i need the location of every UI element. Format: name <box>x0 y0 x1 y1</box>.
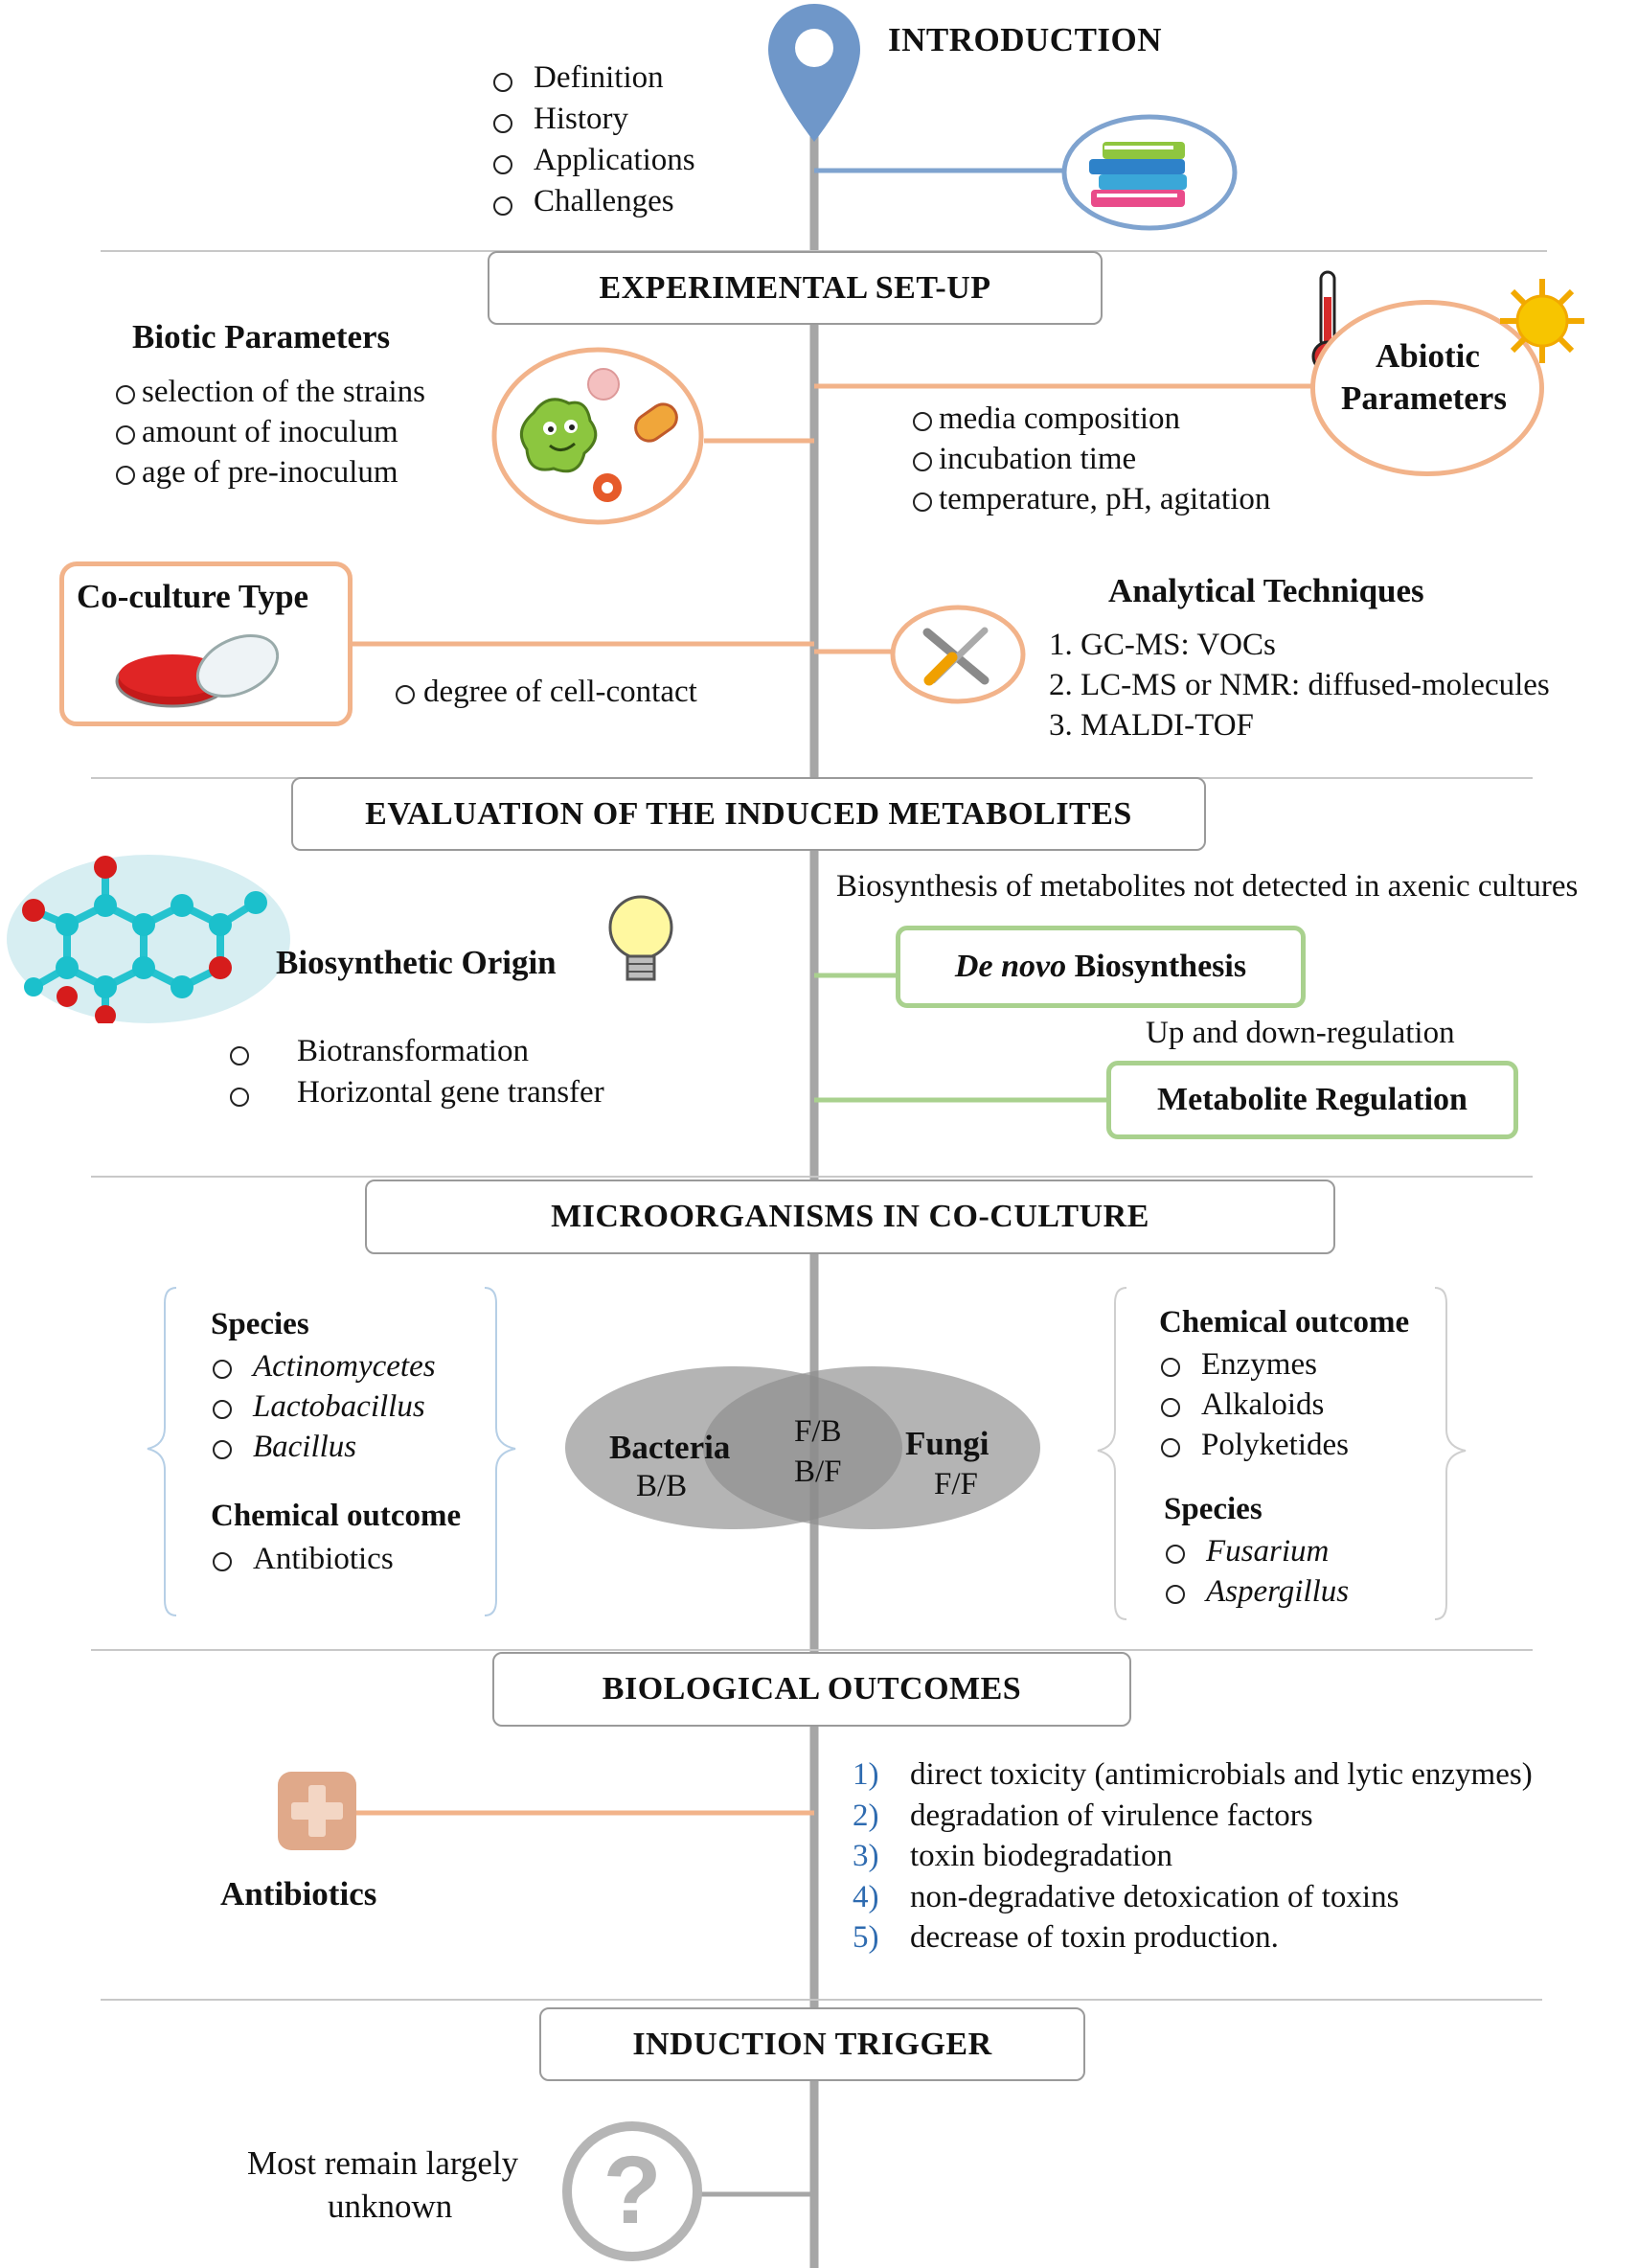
intro-list: Definition History Applications Challeng… <box>493 57 695 222</box>
svg-text:?: ? <box>603 2137 661 2244</box>
list-item: age of pre-inoculum <box>113 452 425 493</box>
section-header-microorganisms: MICROORGANISMS IN CO-CULTURE <box>365 1180 1335 1254</box>
denovo-label: Biosynthesis <box>1066 949 1247 984</box>
right-species-list: Fusarium Aspergillus <box>1164 1531 1349 1612</box>
list-item: History <box>493 99 695 140</box>
abiotic-circle <box>1310 300 1544 476</box>
list-item: media composition <box>910 399 1270 439</box>
biosynthetic-origin-list: Biotransformation Horizontal gene transf… <box>230 1031 604 1113</box>
molecule-icon <box>5 843 290 1026</box>
venn-fungi-label: Fungi <box>905 1425 990 1462</box>
analytical-title: Analytical Techniques <box>1108 572 1424 609</box>
location-pin-icon <box>764 0 864 144</box>
list-item: Alkaloids <box>1159 1385 1349 1425</box>
venn-fb-label: F/B <box>794 1414 842 1449</box>
list-item: selection of the strains <box>113 372 425 412</box>
venn-bacteria-label: Bacteria <box>609 1429 731 1466</box>
list-item: 3)toxin biodegradation <box>853 1839 1173 1873</box>
list-item: 4)non-degradative detoxication of toxins <box>853 1879 1399 1914</box>
list-item: Challenges <box>493 181 695 222</box>
denovo-italic-label: De novo <box>954 949 1067 984</box>
list-item: Applications <box>493 140 695 181</box>
section-header-experimental-setup: EXPERIMENTAL SET-UP <box>488 251 1103 325</box>
intro-title: INTRODUCTION <box>888 21 1163 58</box>
analytical-item-2: 2. LC-MS or NMR: diffused-molecules <box>1049 668 1550 702</box>
trigger-line2: unknown <box>328 2188 453 2225</box>
left-brace <box>142 1284 523 1619</box>
analytical-item-1: 1. GC-MS: VOCs <box>1049 628 1276 662</box>
right-chem-title: Chemical outcome <box>1159 1305 1410 1340</box>
right-chem-list: Enzymes Alkaloids Polyketides <box>1159 1344 1349 1465</box>
biological-antibiotics-label: Antibiotics <box>220 1875 377 1913</box>
coculture-list: degree of cell-contact <box>393 672 697 712</box>
venn-bf-label: B/F <box>794 1455 842 1489</box>
regulation-caption: Up and down-regulation <box>1146 1016 1455 1050</box>
left-chem-list: Antibiotics <box>211 1539 394 1579</box>
list-item: Lactobacillus <box>211 1386 436 1427</box>
petri-dish-icon <box>113 628 285 714</box>
biological-outcomes-list: 1)direct toxicity (antimicrobials and ly… <box>853 1754 1533 1959</box>
list-item: Biotransformation <box>230 1031 604 1072</box>
list-item: incubation time <box>910 439 1270 479</box>
right-species-title: Species <box>1164 1492 1263 1526</box>
list-item: degree of cell-contact <box>393 672 697 712</box>
list-item: amount of inoculum <box>113 412 425 452</box>
list-item: Antibiotics <box>211 1539 394 1579</box>
list-item: Aspergillus <box>1164 1571 1349 1612</box>
list-item: 5)decrease of toxin production. <box>853 1920 1279 1955</box>
books-icon <box>1060 113 1239 232</box>
right-brace <box>1090 1284 1473 1624</box>
trigger-line1: Most remain largely <box>247 2144 519 2182</box>
list-item: Polyketides <box>1159 1425 1349 1465</box>
medical-cross-icon <box>276 1770 358 1852</box>
question-mark-icon: ? <box>560 2119 704 2263</box>
left-species-list: Actinomycetes Lactobacillus Bacillus <box>211 1346 436 1467</box>
list-item: Definition <box>493 57 695 99</box>
analytical-item-3: 3. MALDI-TOF <box>1049 708 1254 743</box>
tools-icon <box>889 604 1027 705</box>
list-item: 1)direct toxicity (antimicrobials and ly… <box>853 1757 1533 1792</box>
sun-icon <box>1496 275 1588 367</box>
list-item: Enzymes <box>1159 1344 1349 1385</box>
left-chem-title: Chemical outcome <box>211 1499 462 1533</box>
abiotic-title-line1: Abiotic <box>1376 337 1480 375</box>
lightbulb-icon <box>603 891 678 989</box>
venn-bb-label: B/B <box>636 1469 688 1503</box>
section-header-biological-outcomes: BIOLOGICAL OUTCOMES <box>492 1652 1131 1727</box>
list-item: 2)degradation of virulence factors <box>853 1798 1313 1833</box>
denovo-biosynthesis-box: De novo Biosynthesis <box>896 926 1306 1008</box>
coculture-title: Co-culture Type <box>77 578 309 615</box>
list-item: Actinomycetes <box>211 1346 436 1386</box>
left-species-title: Species <box>211 1307 309 1341</box>
venn-ff-label: F/F <box>934 1467 978 1501</box>
biotic-title: Biotic Parameters <box>132 318 391 355</box>
biotic-list: selection of the strains amount of inocu… <box>113 372 425 493</box>
biosynthetic-origin-title: Biosynthetic Origin <box>276 944 557 981</box>
denovo-caption: Biosynthesis of metabolites not detected… <box>836 869 1579 904</box>
section-header-evaluation: EVALUATION OF THE INDUCED METABOLITES <box>291 777 1206 851</box>
metabolite-regulation-box: Metabolite Regulation <box>1106 1061 1518 1139</box>
list-item: Horizontal gene transfer <box>230 1072 604 1113</box>
section-header-induction-trigger: INDUCTION TRIGGER <box>539 2007 1085 2081</box>
venn-diagram <box>563 1363 1042 1533</box>
abiotic-title-line2: Parameters <box>1341 379 1507 417</box>
abiotic-list: media composition incubation time temper… <box>910 399 1270 519</box>
list-item: temperature, pH, agitation <box>910 479 1270 519</box>
list-item: Bacillus <box>211 1427 436 1467</box>
microbes-icon <box>490 346 705 526</box>
list-item: Fusarium <box>1164 1531 1349 1571</box>
